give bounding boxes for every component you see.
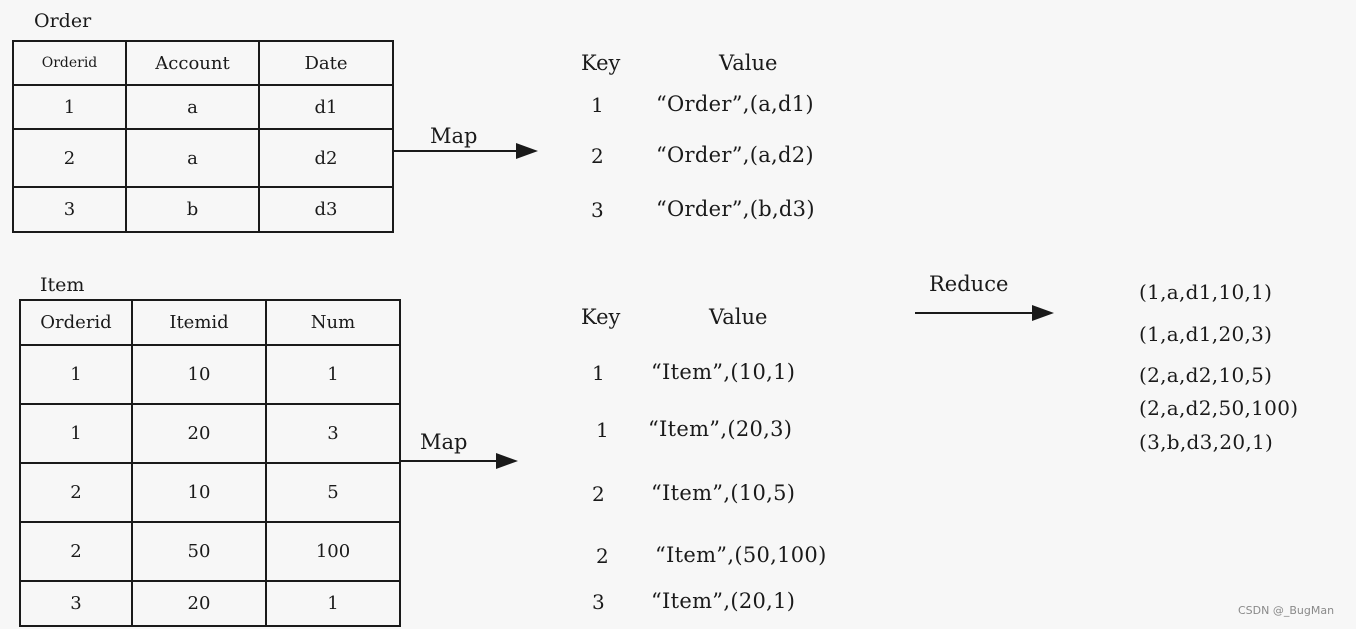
order-pair-key: 1 (591, 93, 604, 117)
reduce-result: (3,b,d3,20,1) (1139, 430, 1274, 454)
item-cell: 1 (265, 580, 401, 627)
item-cell: 1 (265, 344, 401, 405)
item-pair-key: 2 (596, 544, 609, 568)
item-pair-value: “Item”,(20,1) (651, 589, 796, 613)
item-pair-value: “Item”,(20,3) (648, 417, 793, 441)
order-header-date: Date (258, 40, 394, 86)
order-cell: d1 (258, 84, 394, 130)
item-header-itemid: Itemid (131, 299, 267, 346)
item-map-label: Map (420, 430, 468, 454)
item-cell: 1 (19, 403, 133, 464)
item-cell: 10 (131, 344, 267, 405)
reduce-result: (2,a,d2,50,100) (1139, 396, 1299, 420)
order-cell: 2 (12, 128, 127, 188)
reduce-result: (1,a,d1,20,3) (1139, 322, 1273, 346)
order-cell: 1 (12, 84, 127, 130)
order-table-caption: Order (34, 10, 92, 32)
order-cell: a (125, 128, 260, 188)
order-pair-key: 2 (591, 144, 604, 168)
reduce-result: (1,a,d1,10,1) (1139, 280, 1273, 304)
item-cell: 10 (131, 462, 267, 523)
order-header-account: Account (125, 40, 260, 86)
item-header-num: Num (265, 299, 401, 346)
order-value-header: Value (719, 51, 778, 75)
item-header-orderid: Orderid (19, 299, 133, 346)
order-table: Orderid Account Date 1 a d1 2 a d2 3 b d… (12, 40, 394, 233)
order-map-arrow-head (516, 143, 538, 159)
item-key-header: Key (581, 305, 621, 329)
order-map-label: Map (430, 124, 478, 148)
watermark: CSDN @_BugMan (1238, 604, 1335, 617)
item-cell: 1 (19, 344, 133, 405)
order-cell: b (125, 186, 260, 233)
order-key-header: Key (581, 51, 621, 75)
item-map-arrow-head (496, 453, 518, 469)
item-table: Orderid Itemid Num 1 10 1 1 20 3 2 10 5 … (19, 299, 401, 627)
item-pair-value: “Item”,(10,5) (651, 481, 796, 505)
item-pair-key: 1 (592, 361, 605, 385)
item-cell: 20 (131, 403, 267, 464)
item-cell: 100 (265, 521, 401, 582)
item-pair-value: “Item”,(10,1) (651, 360, 796, 384)
order-cell: d2 (258, 128, 394, 188)
item-cell: 2 (19, 462, 133, 523)
reduce-result: (2,a,d2,10,5) (1139, 363, 1273, 387)
order-cell: a (125, 84, 260, 130)
item-pair-key: 1 (596, 418, 609, 442)
reduce-arrow-head (1032, 305, 1054, 321)
item-cell: 3 (19, 580, 133, 627)
order-pair-value: “Order”,(a,d1) (656, 92, 814, 116)
item-table-caption: Item (40, 274, 85, 296)
item-cell: 3 (265, 403, 401, 464)
order-cell: d3 (258, 186, 394, 233)
order-pair-value: “Order”,(a,d2) (656, 143, 814, 167)
order-header-orderid: Orderid (12, 40, 127, 86)
item-cell: 5 (265, 462, 401, 523)
item-pair-key: 2 (592, 482, 605, 506)
order-pair-key: 3 (591, 198, 604, 222)
item-cell: 20 (131, 580, 267, 627)
reduce-label: Reduce (929, 272, 1009, 296)
order-cell: 3 (12, 186, 127, 233)
item-pair-key: 3 (592, 590, 605, 614)
item-pair-value: “Item”,(50,100) (655, 543, 827, 567)
item-cell: 50 (131, 521, 267, 582)
item-cell: 2 (19, 521, 133, 582)
order-pair-value: “Order”,(b,d3) (656, 197, 815, 221)
item-value-header: Value (709, 305, 768, 329)
